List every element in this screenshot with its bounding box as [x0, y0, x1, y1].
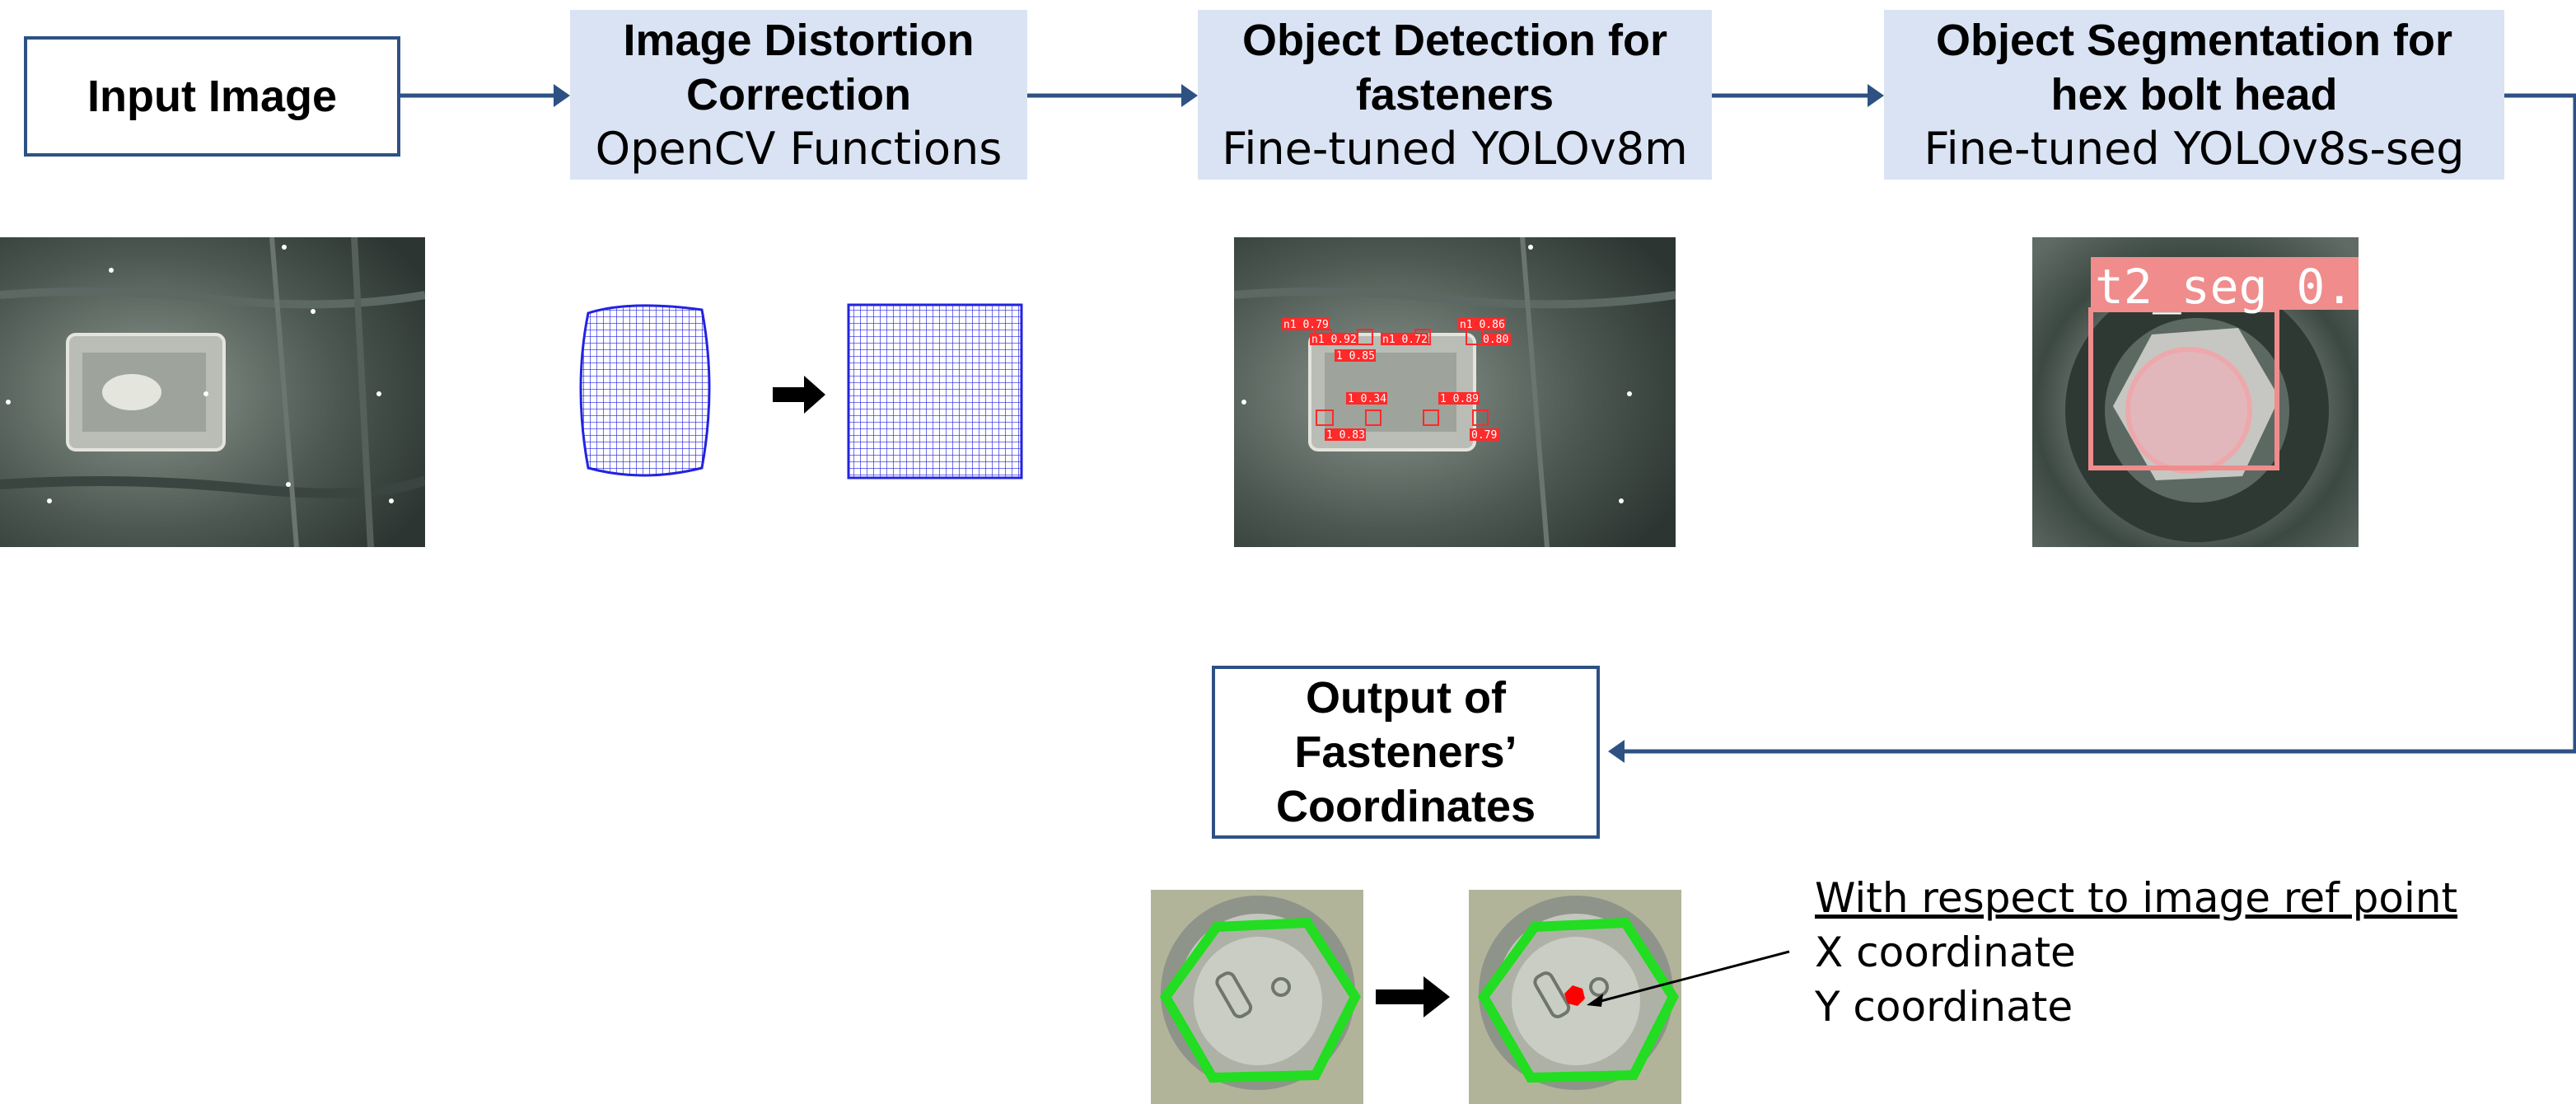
det-label: n1 0.92 [1311, 334, 1357, 346]
det-label: 1 0.89 [1440, 393, 1479, 405]
det-label: 1 0.85 [1336, 350, 1375, 363]
bolt-centroid-photo [1469, 890, 1681, 1104]
bolt-hexagon-photo [1151, 890, 1363, 1104]
output-coordinates-box: Output of Fasteners’ Coordinates [1212, 666, 1600, 839]
distorted-grid-icon [579, 304, 711, 477]
object-detection-photo: n1 0.79 n1 0.86 n1 0.92 n1 0.72 0.80 1 0… [1234, 237, 1676, 547]
right-arrow-icon [1376, 976, 1450, 1017]
distortion-title-line-1: Image Distortion [623, 16, 975, 65]
det-label: n1 0.79 [1283, 319, 1329, 331]
segmentation-title-line-2: hex bolt head [2050, 70, 2338, 119]
object-detection-box: Object Detection for fasteners Fine-tune… [1198, 10, 1712, 180]
centroid-marker-icon [1564, 985, 1585, 1006]
output-title-line-3: Coordinates [1275, 782, 1536, 831]
right-arrow-icon [773, 376, 825, 414]
detection-subtitle: Fine-tuned YOLOv8m [1222, 123, 1688, 175]
distortion-correction-box: Image Distortion Correction OpenCV Funct… [570, 10, 1027, 180]
coordinates-note-x: X coordinate [1815, 929, 2076, 976]
det-label: 1 0.34 [1348, 393, 1386, 405]
input-image-box: Input Image [24, 36, 400, 157]
object-segmentation-photo: t2_seg 0. [2032, 237, 2359, 547]
det-label: 0.80 [1483, 334, 1508, 346]
input-image-title: Input Image [86, 72, 337, 121]
coordinates-note-y: Y coordinate [1815, 983, 2073, 1031]
detection-title-line-2: fasteners [1355, 70, 1554, 119]
input-image-photo [0, 237, 425, 547]
corrected-grid-icon [847, 303, 1023, 479]
coordinates-note-heading: With respect to image ref point [1815, 874, 2458, 922]
det-label: 0.79 [1471, 429, 1497, 442]
object-segmentation-box: Object Segmentation for hex bolt head Fi… [1884, 10, 2504, 180]
coordinates-note: With respect to image ref point X coordi… [1815, 871, 2457, 1034]
segmentation-label: t2_seg 0. [2095, 259, 2354, 315]
det-label: n1 0.86 [1460, 319, 1505, 331]
distortion-subtitle: OpenCV Functions [595, 123, 1003, 175]
segmentation-title-line-1: Object Segmentation for [1935, 16, 2453, 65]
det-label: n1 0.72 [1382, 334, 1428, 346]
detection-labels: n1 0.79 n1 0.86 n1 0.92 n1 0.72 0.80 1 0… [1282, 318, 1511, 442]
det-label: 1 0.83 [1326, 429, 1365, 442]
arrow-segmentation-to-output [1613, 93, 2576, 754]
output-title-line-2: Fasteners’ [1294, 727, 1517, 777]
output-title-line-1: Output of [1306, 673, 1506, 723]
distortion-grid-illustration [579, 303, 1023, 479]
distortion-title-line-2: Correction [685, 70, 912, 119]
segmentation-subtitle: Fine-tuned YOLOv8s-seg [1924, 123, 2465, 175]
detection-title-line-1: Object Detection for [1241, 16, 1668, 65]
